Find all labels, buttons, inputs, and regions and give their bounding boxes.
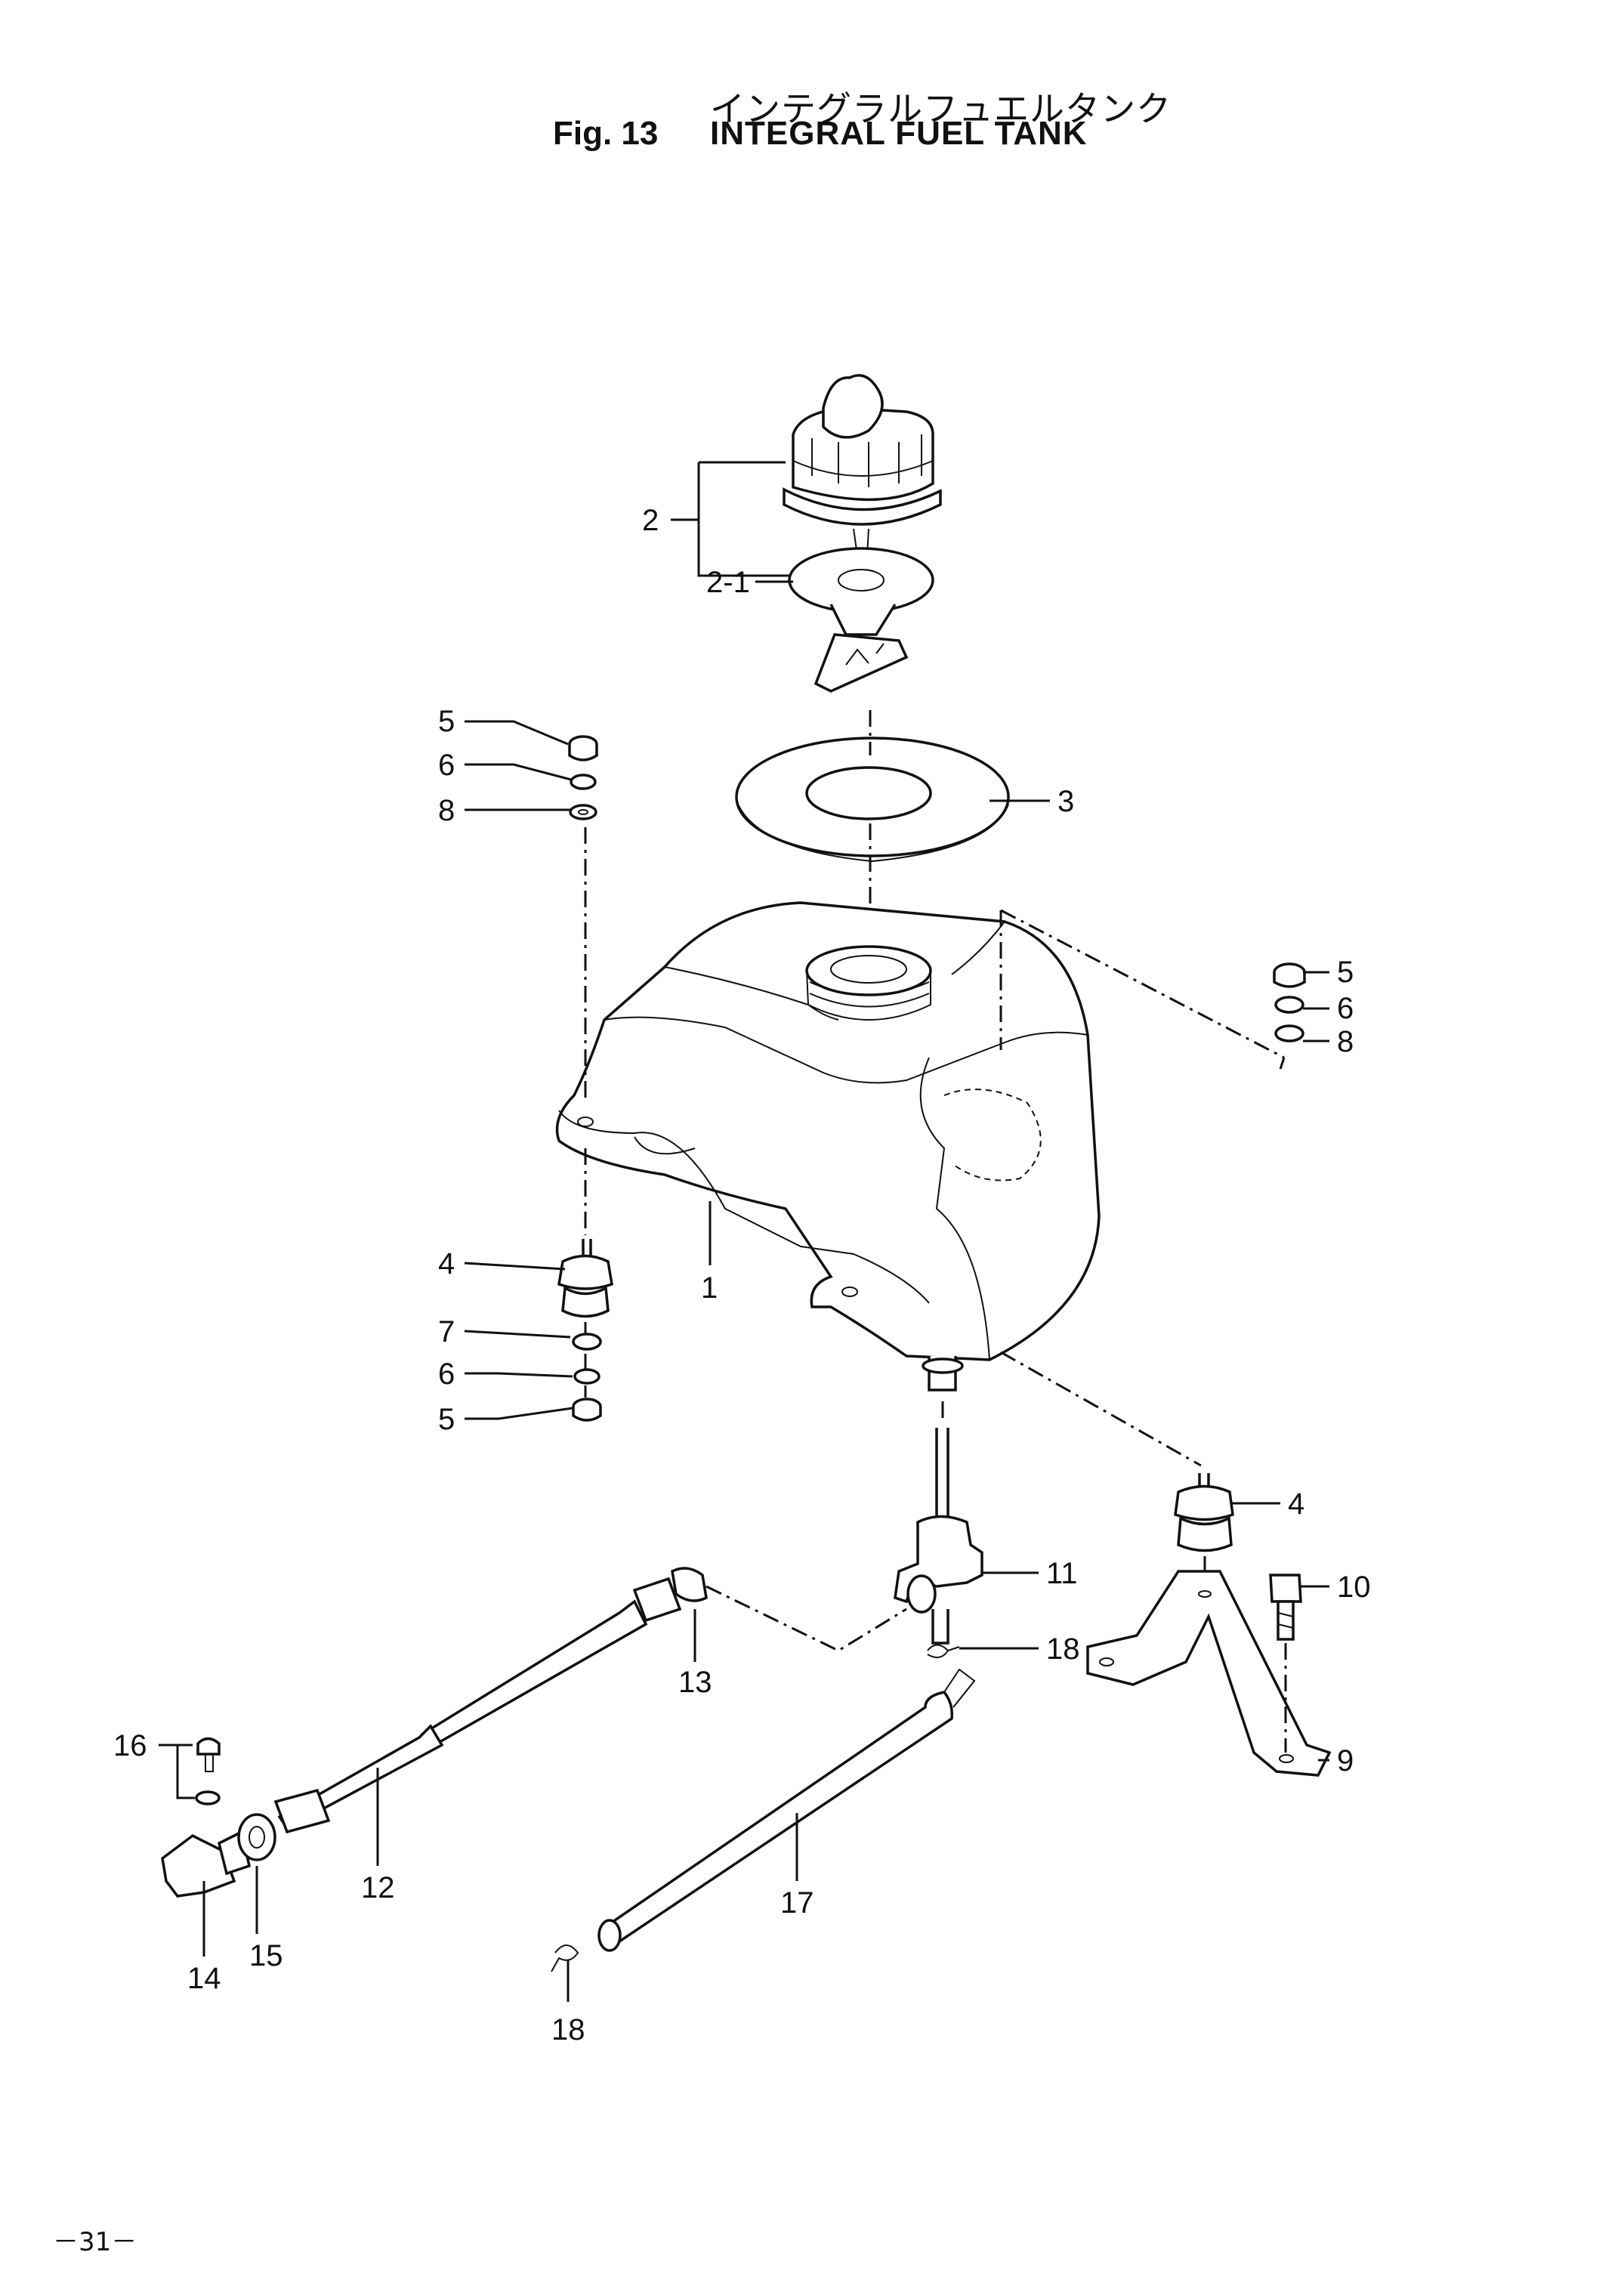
callout-5-upper-left: 5 xyxy=(438,705,455,738)
rubber-mount-left xyxy=(557,1239,613,1318)
callout-4-left: 4 xyxy=(438,1247,455,1280)
figure-title: INTEGRAL FUEL TANK xyxy=(710,115,1088,152)
washer-nut-stack-lower-left xyxy=(572,1333,602,1422)
fuel-strainer xyxy=(788,528,934,693)
callout-18-upper: 18 xyxy=(1046,1632,1080,1666)
figure-number: Fig. 13 xyxy=(553,115,659,152)
fuel-hose xyxy=(597,1668,976,1952)
callout-12: 12 xyxy=(361,1871,395,1904)
callout-13: 13 xyxy=(678,1666,712,1699)
title-japanese: インテグラルフュエルタンク xyxy=(710,88,1172,129)
fuel-cap xyxy=(783,374,942,526)
callout-16: 16 xyxy=(113,1729,147,1762)
callout-4-right: 4 xyxy=(1288,1487,1304,1521)
callout-1: 1 xyxy=(701,1271,718,1305)
mounting-bracket xyxy=(1086,1570,1332,1777)
hose-clip-upper xyxy=(927,1644,960,1658)
callout-5-upper-right: 5 xyxy=(1337,956,1354,989)
fuel-cock-cable xyxy=(273,1567,907,1834)
callout-6-upper-left: 6 xyxy=(438,749,455,782)
callout-8-upper-left: 8 xyxy=(438,794,455,827)
callout-18-lower: 18 xyxy=(551,2013,585,2046)
fuel-tank xyxy=(555,901,1101,1392)
fuel-cock xyxy=(894,1428,983,1645)
fuel-cock-knob xyxy=(161,1813,276,1898)
screw-and-washer xyxy=(195,1737,221,1805)
tank-gasket xyxy=(735,737,1010,863)
callout-15: 15 xyxy=(249,1939,283,1972)
callout-10: 10 xyxy=(1337,1571,1371,1604)
washer-nut-stack-upper-right xyxy=(1273,962,1306,1042)
callout-2-1: 2-1 xyxy=(706,566,750,599)
leader-lines xyxy=(159,461,1329,2002)
callout-5-lower-left: 5 xyxy=(438,1403,455,1436)
callout-14: 14 xyxy=(187,1962,221,1995)
callout-7: 7 xyxy=(438,1315,455,1348)
page-number: －31－ xyxy=(53,2227,137,2257)
callout-11: 11 xyxy=(1046,1557,1078,1590)
callout-17: 17 xyxy=(780,1886,814,1920)
callout-2: 2 xyxy=(642,504,659,537)
callout-6-upper-right: 6 xyxy=(1337,992,1354,1025)
bracket-bolt xyxy=(1269,1574,1302,1641)
rubber-mount-right xyxy=(1174,1473,1234,1552)
callout-3: 3 xyxy=(1057,785,1074,818)
hose-clip-lower xyxy=(551,1944,579,1972)
callout-9: 9 xyxy=(1337,1744,1354,1778)
callout-8-upper-right: 8 xyxy=(1337,1025,1354,1058)
callout-6-lower-left: 6 xyxy=(438,1358,455,1391)
washer-nut-stack-upper-left xyxy=(568,735,598,820)
